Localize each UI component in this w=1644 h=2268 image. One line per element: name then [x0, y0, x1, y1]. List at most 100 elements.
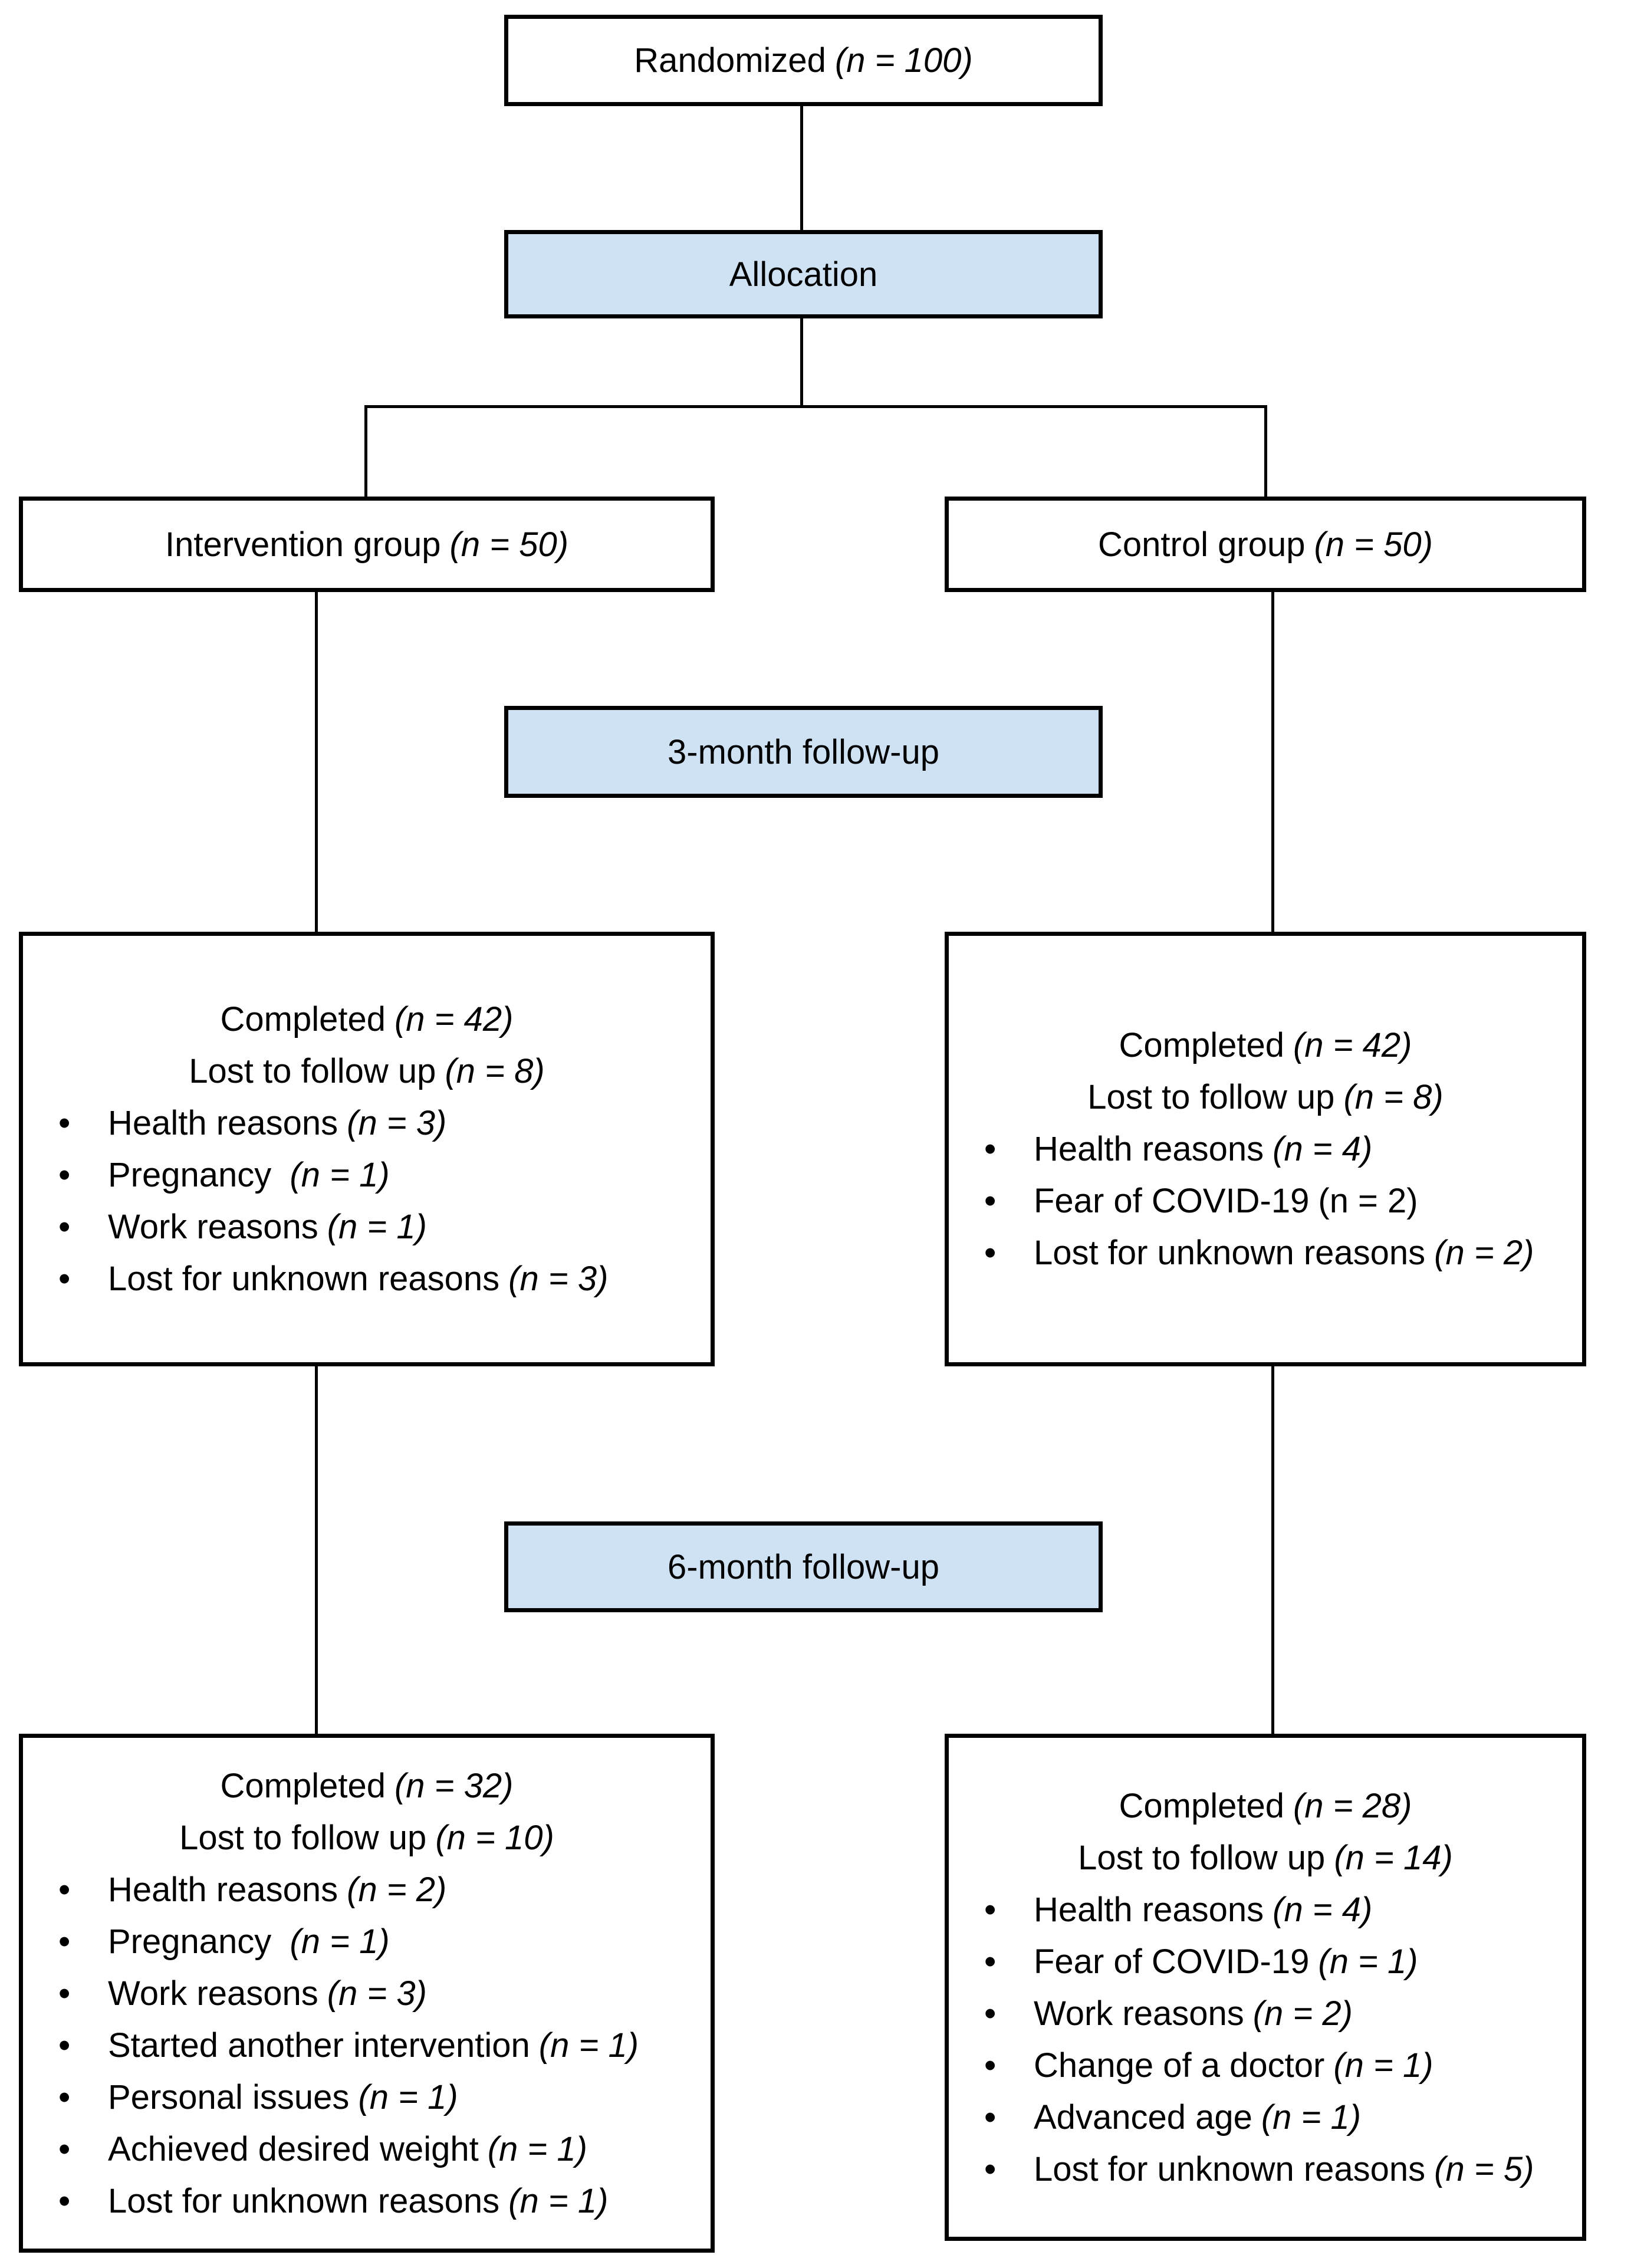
bullet-icon: • — [984, 2098, 997, 2136]
control-3month-box: Completed (n = 42) Lost to follow up (n … — [945, 932, 1586, 1366]
connector-3m-6m-intervention — [315, 1365, 318, 1735]
connector-split-horizontal — [364, 405, 1267, 408]
list-item: • Started another intervention (n = 1) — [23, 2019, 711, 2071]
reason-label: Health reasons — [108, 1870, 338, 1909]
bullet-icon: • — [58, 1156, 71, 1194]
reason-label: Health reasons — [108, 1104, 338, 1142]
reason-label: Pregnancy — [108, 1922, 281, 1961]
intervention-group-n: (n = 50) — [449, 525, 569, 564]
list-item: • Achieved desired weight (n = 1) — [23, 2123, 711, 2175]
list-item: • Fear of COVID-19 (n = 2) — [949, 1175, 1582, 1227]
list-item: • Health reasons (n = 4) — [949, 1123, 1582, 1175]
bullet-icon: • — [58, 1260, 71, 1298]
bullet-icon: • — [984, 1234, 997, 1272]
reason-label: Started another intervention — [108, 2026, 530, 2065]
completed-label: Completed — [1119, 1786, 1284, 1825]
completed-label: Completed — [220, 1000, 386, 1038]
list-item: • Lost for unknown reasons (n = 3) — [23, 1253, 711, 1305]
connector-3m-6m-control — [1271, 1365, 1274, 1735]
intervention-6month-box: Completed (n = 32) Lost to follow up (n … — [19, 1734, 715, 2253]
bullet-icon: • — [984, 1994, 997, 2033]
reason-label: Lost for unknown reasons — [108, 2181, 500, 2220]
connector-split-control — [1264, 405, 1267, 498]
reason-label: Lost for unknown reasons — [108, 1260, 500, 1298]
reason-n: (n = 1) — [327, 1208, 427, 1246]
connector-allocation-split — [800, 317, 803, 408]
bullet-icon: • — [58, 1922, 71, 1961]
reason-label: Fear of COVID-19 — [1034, 1182, 1310, 1220]
reason-n: (n = 1) — [538, 2026, 639, 2065]
list-item: • Work reasons (n = 1) — [23, 1201, 711, 1253]
reason-n: (n = 1) — [1318, 1942, 1418, 1981]
reason-n: (n = 2) — [1318, 1182, 1418, 1220]
lost-line: Lost to follow up (n = 14) — [949, 1832, 1582, 1884]
reason-n: (n = 4) — [1273, 1130, 1373, 1168]
lost-n: (n = 8) — [1343, 1078, 1444, 1116]
bullet-icon: • — [58, 2026, 71, 2065]
bullet-icon: • — [58, 1870, 71, 1909]
intervention-group-label: Intervention group — [165, 525, 441, 564]
reason-label: Work reasons — [108, 1208, 318, 1246]
allocation-stage-box: Allocation — [504, 230, 1103, 318]
bullet-icon: • — [58, 2129, 71, 2168]
list-item: • Health reasons (n = 4) — [949, 1884, 1582, 1935]
reason-n: (n = 2) — [1252, 1994, 1353, 2033]
randomized-box: Randomized (n = 100) — [504, 15, 1103, 106]
reason-label: Achieved desired weight — [108, 2129, 479, 2168]
reason-n: (n = 3) — [347, 1104, 447, 1142]
lost-n: (n = 8) — [445, 1052, 545, 1090]
list-item: • Work reasons (n = 2) — [949, 1987, 1582, 2039]
list-item: • Advanced age (n = 1) — [949, 2091, 1582, 2143]
bullet-icon: • — [984, 2046, 997, 2085]
reason-n: (n = 1) — [1333, 2046, 1433, 2085]
reason-label: Change of a doctor — [1034, 2046, 1325, 2085]
list-item: • Lost for unknown reasons (n = 1) — [23, 2175, 711, 2227]
list-item: • Pregnancy (n = 1) — [23, 1149, 711, 1201]
reason-label: Health reasons — [1034, 1890, 1264, 1929]
reason-n: (n = 1) — [508, 2181, 609, 2220]
reason-n: (n = 3) — [508, 1260, 609, 1298]
lost-n: (n = 14) — [1334, 1838, 1453, 1877]
bullet-icon: • — [58, 1104, 71, 1142]
reason-n: (n = 2) — [347, 1870, 447, 1909]
list-item: • Health reasons (n = 2) — [23, 1863, 711, 1915]
reason-label: Lost for unknown reasons — [1034, 1234, 1426, 1272]
reason-label: Personal issues — [108, 2078, 350, 2116]
reason-label: Fear of COVID-19 — [1034, 1942, 1310, 1981]
reason-label: Lost for unknown reasons — [1034, 2149, 1426, 2188]
reason-n: (n = 5) — [1434, 2149, 1534, 2188]
reason-label: Work reasons — [108, 1974, 318, 2013]
reason-label: Work reasons — [1034, 1994, 1244, 2033]
completed-line: Completed (n = 42) — [23, 994, 711, 1046]
bullet-icon: • — [984, 1942, 997, 1981]
completed-n: (n = 42) — [1293, 1026, 1412, 1064]
bullet-icon: • — [984, 1130, 997, 1168]
bullet-icon: • — [984, 2149, 997, 2188]
list-item: • Fear of COVID-19 (n = 1) — [949, 1935, 1582, 1987]
bullet-icon: • — [984, 1182, 997, 1220]
followup-6month-label: 6-month follow-up — [668, 1547, 939, 1586]
randomized-n: (n = 100) — [834, 41, 973, 80]
completed-n: (n = 28) — [1293, 1786, 1412, 1825]
list-item: • Change of a doctor (n = 1) — [949, 2039, 1582, 2091]
control-group-label: Control group — [1098, 525, 1306, 564]
connector-split-intervention — [364, 405, 367, 498]
completed-n: (n = 42) — [394, 1000, 514, 1038]
connector-randomized-allocation — [800, 105, 803, 231]
list-item: • Health reasons (n = 3) — [23, 1097, 711, 1149]
bullet-icon: • — [58, 1974, 71, 2013]
control-group-box: Control group (n = 50) — [945, 497, 1586, 592]
completed-label: Completed — [1119, 1026, 1284, 1064]
completed-n: (n = 32) — [394, 1766, 514, 1805]
bullet-icon: • — [58, 1208, 71, 1246]
reason-n: (n = 1) — [358, 2078, 458, 2116]
connector-control-3m — [1271, 591, 1274, 933]
followup-3month-label: 3-month follow-up — [668, 732, 939, 771]
lost-line: Lost to follow up (n = 8) — [23, 1046, 711, 1097]
lost-label: Lost to follow up — [1087, 1078, 1335, 1116]
control-group-n: (n = 50) — [1314, 525, 1433, 564]
reason-label: Health reasons — [1034, 1130, 1264, 1168]
lost-n: (n = 10) — [435, 1818, 554, 1857]
list-item: • Lost for unknown reasons (n = 5) — [949, 2143, 1582, 2195]
